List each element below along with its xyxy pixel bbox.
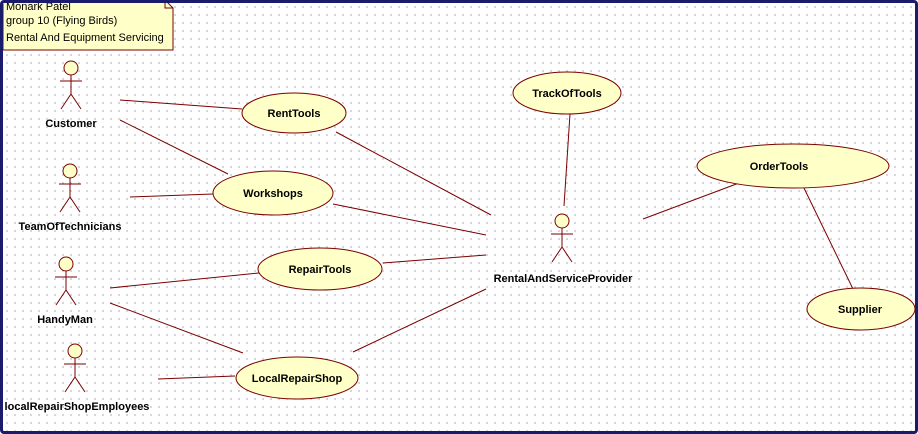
assoc-customer-renttools bbox=[119, 99, 243, 110]
use-case-label: OrderTools bbox=[750, 161, 808, 173]
use-case-workshops[interactable]: Workshops bbox=[212, 170, 334, 216]
assoc-workshops-provider bbox=[332, 203, 487, 236]
note-box: Monark Patel group 10 (Flying Birds) Ren… bbox=[3, 3, 174, 51]
use-case-repairtools[interactable]: RepairTools bbox=[257, 247, 383, 291]
actor-label: RentalAndServiceProvider bbox=[494, 273, 633, 285]
assoc-tracktools-provider bbox=[563, 113, 571, 207]
assoc-team-workshops bbox=[129, 193, 214, 198]
note-line-1: Monark Patel bbox=[6, 3, 71, 13]
use-case-localrepairshop[interactable]: LocalRepairShop bbox=[235, 356, 359, 400]
actor-rentalandserviceprovider[interactable]: RentalAndServiceProvider bbox=[494, 213, 633, 285]
use-case-renttools[interactable]: RentTools bbox=[241, 92, 347, 134]
actor-teamoftechnicians[interactable]: TeamOfTechnicians bbox=[19, 163, 122, 233]
actor-handyman[interactable]: HandyMan bbox=[37, 256, 93, 326]
assoc-handyman-localrepairshop bbox=[109, 302, 244, 354]
use-case-diagram: Monark Patel group 10 (Flying Birds) Ren… bbox=[3, 3, 915, 413]
actor-label: TeamOfTechnicians bbox=[19, 221, 122, 233]
actor-customer[interactable]: Customer bbox=[45, 60, 97, 130]
use-case-label: RentTools bbox=[268, 108, 321, 120]
actor-label: localRepairShopEmployees bbox=[5, 401, 150, 413]
use-case-label: Workshops bbox=[243, 188, 303, 200]
assoc-renttools-provider bbox=[335, 131, 492, 216]
use-case-label: LocalRepairShop bbox=[252, 373, 343, 385]
assoc-customer-workshops bbox=[119, 119, 229, 175]
note-line-3: Rental And Equipment Servicing bbox=[6, 32, 164, 44]
use-case-supplier[interactable]: Supplier bbox=[806, 287, 915, 331]
actor-localrepairshopemployees[interactable]: localRepairShopEmployees bbox=[5, 343, 150, 413]
assoc-repairtools-provider bbox=[382, 254, 487, 264]
use-case-label: RepairTools bbox=[289, 264, 352, 276]
use-case-ordertools[interactable]: OrderTools bbox=[696, 143, 890, 189]
actor-label: HandyMan bbox=[37, 314, 93, 326]
assoc-provider-ordertools bbox=[642, 182, 740, 220]
assoc-handyman-repairtools bbox=[109, 272, 260, 289]
note-line-2: group 10 (Flying Birds) bbox=[6, 15, 117, 27]
use-case-label: TrackOfTools bbox=[532, 88, 601, 100]
assoc-ordertools-supplier bbox=[802, 185, 854, 290]
actor-label: Customer bbox=[45, 118, 97, 130]
assoc-localrepairshop-provider bbox=[352, 288, 487, 353]
use-case-trackoftools[interactable]: TrackOfTools bbox=[512, 71, 622, 115]
use-case-label: Supplier bbox=[838, 304, 883, 316]
assoc-employees-localrepairshop bbox=[157, 375, 236, 380]
